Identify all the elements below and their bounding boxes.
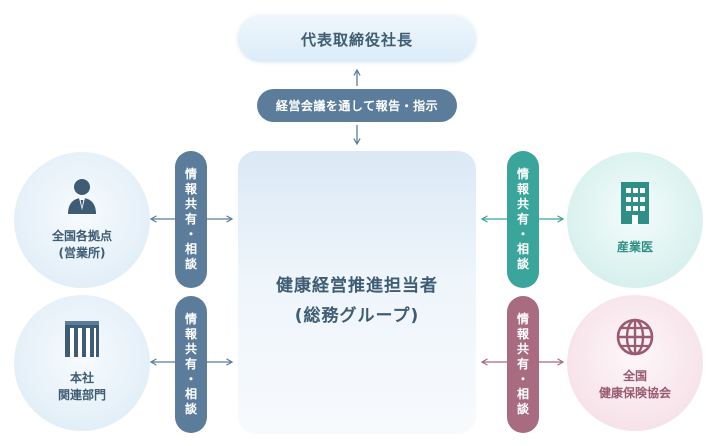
occupational-physician-node: 産業医 <box>567 152 703 288</box>
branches-line2: (営業所) <box>58 246 106 260</box>
physician-label: 産業医 <box>616 240 653 254</box>
branches-node: 全国各拠点 (営業所) <box>14 152 150 288</box>
health-promotion-center-box: 健康経営推進担当者 (総務グループ) <box>238 151 476 434</box>
health-insurance-node: 全国 健康保険協会 <box>567 295 703 431</box>
center-subtitle: (総務グループ) <box>294 305 420 326</box>
branches-line1: 全国各拠点 <box>51 229 112 243</box>
globe-icon <box>615 317 655 362</box>
insurance-line2: 健康保険協会 <box>598 386 671 400</box>
ceo-label: 代表取締役社長 <box>300 30 413 49</box>
headquarters-node: 本社 関連部門 <box>14 295 150 431</box>
office-building-icon <box>619 180 651 229</box>
person-icon <box>65 177 99 220</box>
info-sharing-pill-bottom-right: 情報共有・相談 <box>507 296 539 433</box>
info-sharing-pill-top-left: 情報共有・相談 <box>175 151 207 288</box>
meeting-label: 経営会議を通して報告・指示 <box>275 99 439 113</box>
insurance-line1: 全国 <box>622 369 647 383</box>
building-icon <box>62 319 102 364</box>
ceo-box: 代表取締役社長 <box>238 16 476 62</box>
center-title: 健康経営推進担当者 <box>276 275 438 296</box>
management-meeting-pill: 経営会議を通して報告・指示 <box>257 89 457 122</box>
info-sharing-pill-top-right: 情報共有・相談 <box>507 151 539 288</box>
headquarters-line1: 本社 <box>69 371 94 385</box>
headquarters-line2: 関連部門 <box>57 388 106 402</box>
info-sharing-pill-bottom-left: 情報共有・相談 <box>175 296 207 433</box>
